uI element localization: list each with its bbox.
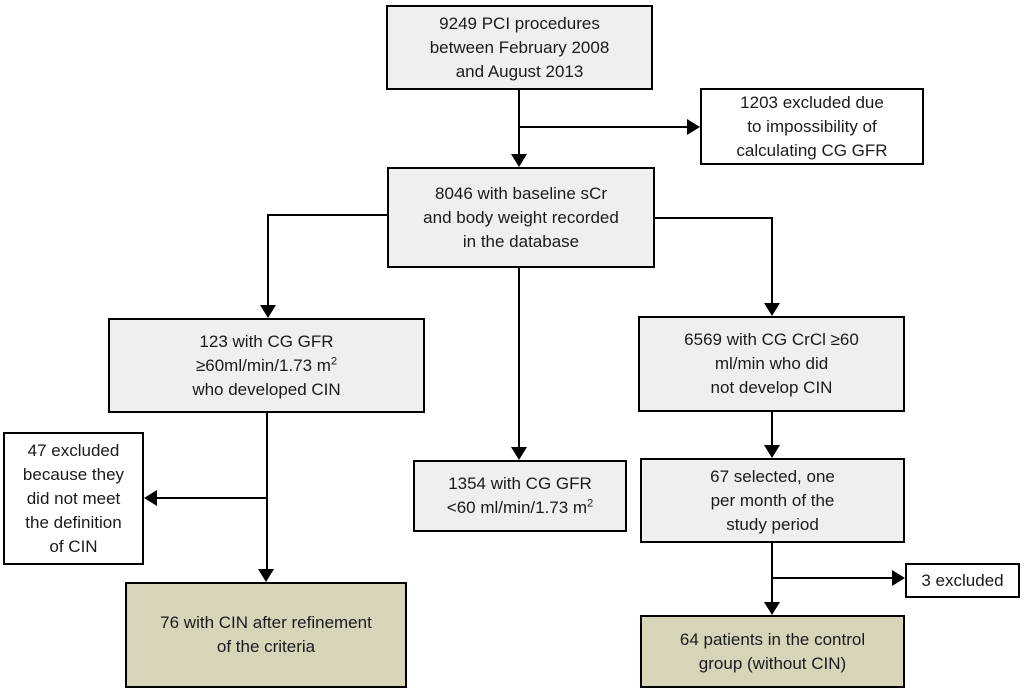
connector-6569-to-67-line (771, 412, 773, 447)
connector-baseline-to-123-horizontal-line (267, 214, 387, 216)
arrowhead-right-into-3-excluded (892, 570, 905, 586)
flow-box-1203-excluded: 1203 excluded due to impossibility of calc… (700, 88, 924, 165)
flow-box-3-excluded: 3 excluded (905, 563, 1020, 598)
connector-baseline-to-123-vertical-line (267, 214, 269, 307)
box-text-line: <60 ml/min/1.73 m2 (446, 497, 594, 517)
arrowhead-down-into-baseline (511, 154, 527, 167)
box-text-line: study period (726, 514, 819, 534)
box-text-line: ≥60ml/min/1.73 m2 (195, 354, 338, 375)
connector-to-1203-excluded-line (519, 126, 687, 128)
box-text-line: 67 selected, one (710, 466, 835, 486)
arrowhead-down-into-6569 (764, 303, 780, 316)
connector-procedures-to-baseline-line (518, 90, 520, 156)
box-text-line: because they (22, 464, 125, 484)
box-text-line: 76 with CIN after refinement (160, 613, 372, 632)
box-text-line: 8046 with baseline sCr (435, 183, 607, 203)
box-text-line: who developed CIN (192, 379, 341, 399)
box-text-line: the definition (25, 512, 122, 532)
box-text-line: and body weight recorded (423, 207, 619, 227)
box-text-line: of the criteria (216, 637, 316, 656)
connector-baseline-to-6569-vertical-line (771, 217, 773, 305)
connector-baseline-to-6569-horizontal-line (655, 217, 773, 219)
arrowhead-left-into-47-excluded (144, 490, 157, 506)
flow-box-123-developed-cin: 123 with CG GFR ≥60ml/min/1.73 m2 who deve… (108, 318, 425, 413)
box-text-line: did not meet (26, 488, 121, 508)
connector-67-to-64-line (771, 543, 773, 604)
box-text-line: and August 2013 (455, 61, 584, 81)
box-text-line: of CIN (49, 536, 98, 556)
box-text-line: 47 excluded (27, 440, 120, 460)
flow-box-47-excluded: 47 excluded because they did not meet the d… (3, 432, 144, 565)
arrowhead-down-into-76 (258, 569, 274, 582)
connector-to-3-excluded-line (772, 577, 892, 579)
flow-box-76-cin-refined: 76 with CIN after refinement of the crite… (125, 582, 407, 688)
flow-box-64-control-group: 64 patients in the control group (without… (640, 615, 905, 688)
connector-baseline-to-1354-line (518, 268, 520, 449)
box-text-line: 1203 excluded due (740, 92, 884, 112)
arrowhead-down-into-67 (764, 445, 780, 458)
flow-box-1354-low-gfr: 1354 with CG GFR <60 ml/min/1.73 m2 (413, 460, 627, 532)
arrowhead-right-into-1203-excluded (687, 119, 700, 135)
box-text-line: 6569 with CG CrCl ≥60 (684, 330, 859, 349)
flow-box-8046-baseline: 8046 with baseline sCr and body weight re… (387, 167, 655, 268)
flow-box-9249-procedures: 9249 PCI procedures between February 2008… (386, 5, 653, 90)
box-text-line: in the database (462, 231, 580, 251)
flow-box-67-selected: 67 selected, one per month of the study pe… (640, 458, 905, 543)
box-text-line: calculating CG GFR (736, 140, 888, 160)
flow-box-6569-no-cin: 6569 with CG CrCl ≥60 ml/min who did not d… (638, 316, 905, 412)
box-text-line: ml/min who did (714, 354, 829, 373)
arrowhead-down-into-123 (260, 305, 276, 318)
box-text-line: 9249 PCI procedures (439, 13, 600, 33)
arrowhead-down-into-1354 (511, 447, 527, 460)
connector-123-to-76-line (266, 413, 268, 571)
box-text-line: 64 patients in the control (679, 629, 866, 649)
box-text-line: not develop CIN (710, 378, 833, 397)
box-text-line: to impossibility of (747, 116, 877, 136)
box-text-line: per month of the (710, 490, 835, 510)
arrowhead-down-into-64 (764, 602, 780, 615)
connector-to-47-excluded-line (157, 497, 267, 499)
box-text-line: 1354 with CG GFR (448, 474, 592, 493)
box-text-line: between February 2008 (429, 37, 610, 57)
box-text-line: 3 excluded (921, 570, 1004, 590)
box-text-line: 123 with CG GFR (199, 331, 334, 351)
box-text-line: group (without CIN) (698, 653, 847, 673)
